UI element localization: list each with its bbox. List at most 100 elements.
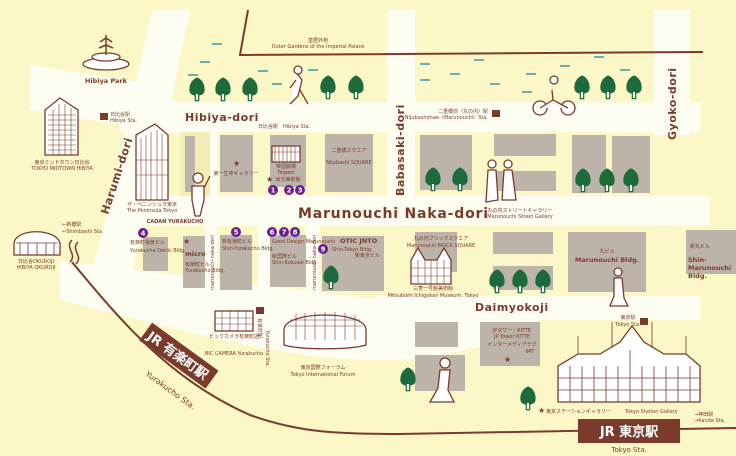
block — [415, 322, 458, 347]
label: TOKYO MIDTOWN HIBIYA — [30, 166, 93, 172]
label: 新国際ビル — [272, 253, 297, 260]
marker-6[interactable]: 6 — [267, 227, 277, 237]
svg-text:8: 8 — [293, 229, 298, 237]
svg-text:5: 5 — [234, 229, 239, 237]
label: ←新橋駅 — [62, 221, 81, 228]
marker-8[interactable]: 8 — [290, 227, 300, 237]
tree-icon — [519, 385, 537, 411]
road-label-hibiya-dori: Hibiya-dori — [185, 111, 259, 124]
rail-line — [71, 261, 736, 436]
side-street — [258, 226, 270, 296]
label: 有楽町電気ビル — [130, 239, 165, 246]
label: 丸の内ブリックスクエア — [414, 235, 469, 242]
road-label-side: marunouchi-naka-dori — [210, 235, 216, 290]
metro-icon — [256, 307, 264, 314]
star-icons: ★ ★ ★ ★ ★ — [183, 159, 545, 415]
landmark-labels: 皇居外苑 Outer Gardens of the Imperial Palac… — [17, 37, 726, 424]
label: 有楽町駅 — [256, 318, 263, 338]
shin-marunouchi-bldg-label: Shin-Marunouchi Bldg. — [688, 256, 732, 280]
station-name: JR 東京駅 — [599, 424, 659, 440]
peninsula-tower-icon — [135, 123, 169, 201]
moat-water — [188, 43, 630, 93]
block-micro — [183, 236, 205, 288]
tree-icon — [599, 74, 617, 100]
label: 二重橋スクエア — [331, 147, 366, 154]
label: Mitsubishi Ichigokan Museum, Tokyo — [388, 293, 479, 299]
label: Shin-Kokusai Bldg. — [272, 260, 319, 266]
label: ビックカメラ有楽町店 — [209, 333, 259, 340]
metro-icon — [640, 318, 648, 325]
label: Tokyo Station Gallery — [624, 409, 678, 415]
star-icon: ★ — [538, 406, 545, 415]
svg-text:9: 9 — [321, 246, 326, 254]
label: Marunouchi Street Gallery — [487, 214, 553, 220]
marker-4[interactable]: 4 — [138, 228, 148, 238]
block-shin-maru — [686, 230, 736, 274]
label: 日比谷駅 — [110, 111, 130, 118]
label: 新丸ビル — [690, 243, 710, 250]
label: Shin-Tokyo Bldg. — [332, 247, 373, 253]
marker-3[interactable]: 3 — [295, 185, 305, 195]
block-kitte — [480, 322, 540, 366]
marker-5[interactable]: 5 — [231, 227, 241, 237]
svg-text:6: 6 — [270, 229, 275, 237]
babasaki-dori-road — [387, 10, 415, 200]
label: Nijubashimae〈Marunouchi〉Sta. — [405, 115, 489, 121]
fountain-icon — [82, 35, 130, 71]
walking-man-icon — [609, 267, 630, 307]
label: Yurakucho Sta. — [264, 329, 270, 367]
road-label-marunouchi-naka-dori: Marunouchi Naka-dori — [298, 206, 489, 222]
label: 第一生命ギャラリー — [213, 170, 258, 177]
star-icon: ★ — [266, 175, 273, 184]
label: 東京駅 — [620, 314, 635, 321]
star-icon: ★ — [233, 159, 240, 168]
midtown-tower-icon — [44, 97, 79, 156]
road-label-side: marunouchi-naka-dori — [312, 235, 318, 290]
ichigokan-building-icon — [410, 246, 452, 285]
svg-text:7: 7 — [282, 229, 287, 237]
block — [493, 232, 553, 254]
label: 二重橋前〈丸の内〉駅 — [438, 108, 488, 115]
label: OTIC JNTO — [340, 237, 378, 245]
block-good-design — [270, 235, 306, 287]
label: 東京ミッドタウン日比谷 — [34, 159, 89, 166]
label: Shin-Yurakucho Bldg. — [222, 246, 275, 252]
marker-1[interactable]: 1 — [268, 185, 278, 195]
label: インターメディアテク — [487, 341, 536, 348]
walking-couple-icon — [485, 159, 517, 203]
jogger-icon — [289, 65, 309, 105]
jr-tokyo-station-badge[interactable]: JR 東京駅 — [578, 419, 680, 443]
label: BIC CAMERA Yurakucho — [205, 351, 263, 357]
forum-building-icon — [283, 312, 367, 350]
label: 皇居外苑 — [308, 37, 328, 44]
svg-text:4: 4 — [141, 230, 146, 238]
label: Marunouchi BRICK SQUARE — [407, 243, 475, 249]
label: 東京国際フォーラム — [301, 364, 346, 371]
label: Hibiya Sta. — [110, 118, 138, 124]
star-icon: ★ — [504, 355, 511, 364]
label: →神田駅 — [694, 411, 713, 418]
label: The Peninsula Tokyo — [126, 208, 177, 214]
block-maru-bldg — [568, 232, 646, 292]
gyoko-dori-road — [654, 10, 690, 135]
bic-camera-building-icon — [214, 310, 254, 332]
marker-7[interactable]: 7 — [279, 227, 289, 237]
road-label-daimyokoji: Daimyokoji — [475, 301, 549, 314]
marker-2[interactable]: 2 — [284, 185, 294, 195]
label: 帝国劇場 — [276, 163, 296, 170]
label: 新東京ビル — [355, 252, 380, 259]
star-icon: ★ — [183, 237, 190, 246]
label: micro — [185, 250, 206, 258]
label: Hibiya Park — [85, 77, 128, 85]
tree-icon — [188, 76, 206, 102]
block-shin-yurakucho — [220, 235, 252, 290]
label: Good Design Marunouchi — [272, 239, 335, 245]
label: 東京ステーションギャラリー — [546, 408, 611, 415]
label: ザ・ペニンシュラ東京 — [127, 201, 177, 208]
tree-icon — [573, 74, 591, 100]
label: 三菱一号館美術館 — [413, 285, 453, 292]
road-label-babasaki-dori: Babasaki-dori — [394, 104, 407, 196]
label: Hibiya Sta. — [283, 124, 311, 130]
marker-9[interactable]: 9 — [318, 244, 328, 254]
